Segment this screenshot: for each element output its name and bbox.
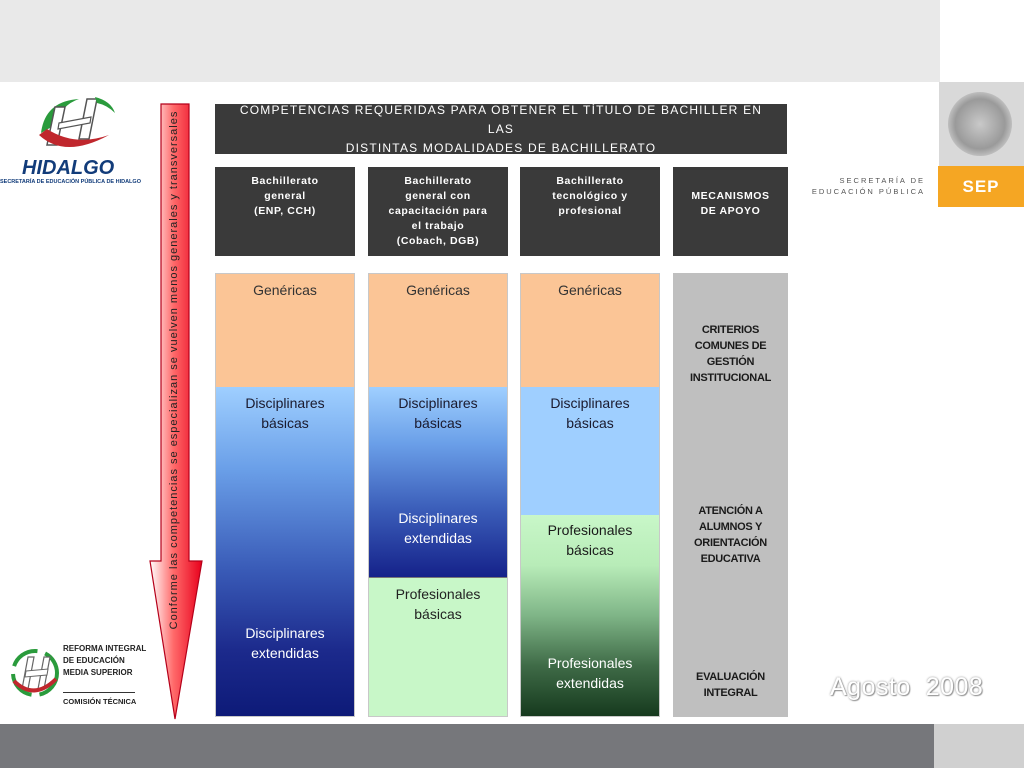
bottom-banner-right — [934, 724, 1024, 768]
national-seal-icon — [948, 92, 1012, 156]
comision-label: COMISIÓN TÉCNICA — [63, 697, 137, 706]
segment-profesionales: Profesionales básicas Profesionales exte… — [521, 515, 659, 716]
header-bachillerato-capacitacion: Bachillerato general con capacitación pa… — [368, 167, 508, 256]
header-bachillerato-tecnologico: Bachillerato tecnológico y profesional — [520, 167, 660, 256]
segment-profesionales-basicas: Profesionales básicas — [369, 577, 507, 716]
hidalgo-subtitle: SECRETARÍA DE EDUCACIÓN PÚBLICA DE HIDAL… — [0, 179, 141, 185]
column-mecanismos: CRITERIOS COMUNES DE GESTIÓN INSTITUCION… — [673, 273, 788, 717]
hidalgo-wordmark: HIDALGO — [22, 157, 115, 179]
header-bachillerato-general: Bachillerato general (ENP, CCH) — [215, 167, 355, 256]
specialization-arrow-icon — [149, 103, 203, 720]
date-label: Agosto 2008 — [830, 673, 984, 701]
title-line-2: DISTINTAS MODALIDADES DE BACHILLERATO — [345, 140, 657, 155]
column-bachillerato-general: Genéricas Disciplinares básicas Discipli… — [215, 273, 355, 717]
top-banner — [0, 0, 940, 82]
mechanism-atencion: ATENCIÓN A ALUMNOS Y ORIENTACIÓN EDUCATI… — [694, 505, 767, 565]
reforma-logo-icon — [11, 649, 59, 697]
segment-disciplinares-basicas: Disciplinares básicas — [521, 387, 659, 515]
label-disciplinares-basicas: Disciplinares básicas — [398, 395, 478, 431]
segment-genericas: Genéricas — [216, 274, 354, 387]
label-disciplinares-extendidas: Disciplinares extendidas — [398, 510, 478, 546]
hidalgo-logo-icon — [39, 97, 115, 147]
bottom-banner — [0, 724, 934, 768]
header-mecanismos: MECANISMOS DE APOYO — [673, 167, 788, 256]
label-disciplinares-extendidas: Disciplinares extendidas — [245, 625, 325, 661]
segment-disciplinares: Disciplinares básicas Disciplinares exte… — [216, 387, 354, 716]
reforma-line-3: MEDIA SUPERIOR — [63, 668, 133, 677]
column-bachillerato-tecnologico: Genéricas Disciplinares básicas Profesio… — [520, 273, 660, 717]
divider — [63, 692, 135, 693]
segment-genericas: Genéricas — [521, 274, 659, 387]
reforma-line-2: DE EDUCACIÓN — [63, 656, 125, 665]
sep-label: SECRETARÍA DE EDUCACIÓN PÚBLICA — [811, 176, 925, 196]
label-disciplinares-basicas: Disciplinares básicas — [245, 395, 325, 431]
segment-genericas: Genéricas — [369, 274, 507, 387]
diagram-title: COMPETENCIAS REQUERIDAS PARA OBTENER EL … — [215, 102, 787, 155]
reforma-label: REFORMA INTEGRAL DE EDUCACIÓN MEDIA SUPE… — [63, 643, 146, 679]
title-line-1: COMPETENCIAS REQUERIDAS PARA OBTENER EL … — [239, 102, 763, 136]
sep-logo: SEP — [938, 166, 1024, 207]
mechanism-evaluacion: EVALUACIÓN INTEGRAL — [696, 671, 765, 699]
column-bachillerato-capacitacion: Genéricas Disciplinares básicas Discipli… — [368, 273, 508, 717]
label-profesionales-extendidas: Profesionales extendidas — [547, 655, 633, 691]
segment-disciplinares: Disciplinares básicas Disciplinares exte… — [369, 387, 507, 577]
arrow-caption: Conforme las competencias se especializa… — [168, 110, 180, 630]
label-profesionales-basicas: Profesionales básicas — [547, 522, 633, 558]
mechanism-gestion: CRITERIOS COMUNES DE GESTIÓN INSTITUCION… — [689, 324, 772, 384]
reforma-line-1: REFORMA INTEGRAL — [63, 644, 147, 653]
